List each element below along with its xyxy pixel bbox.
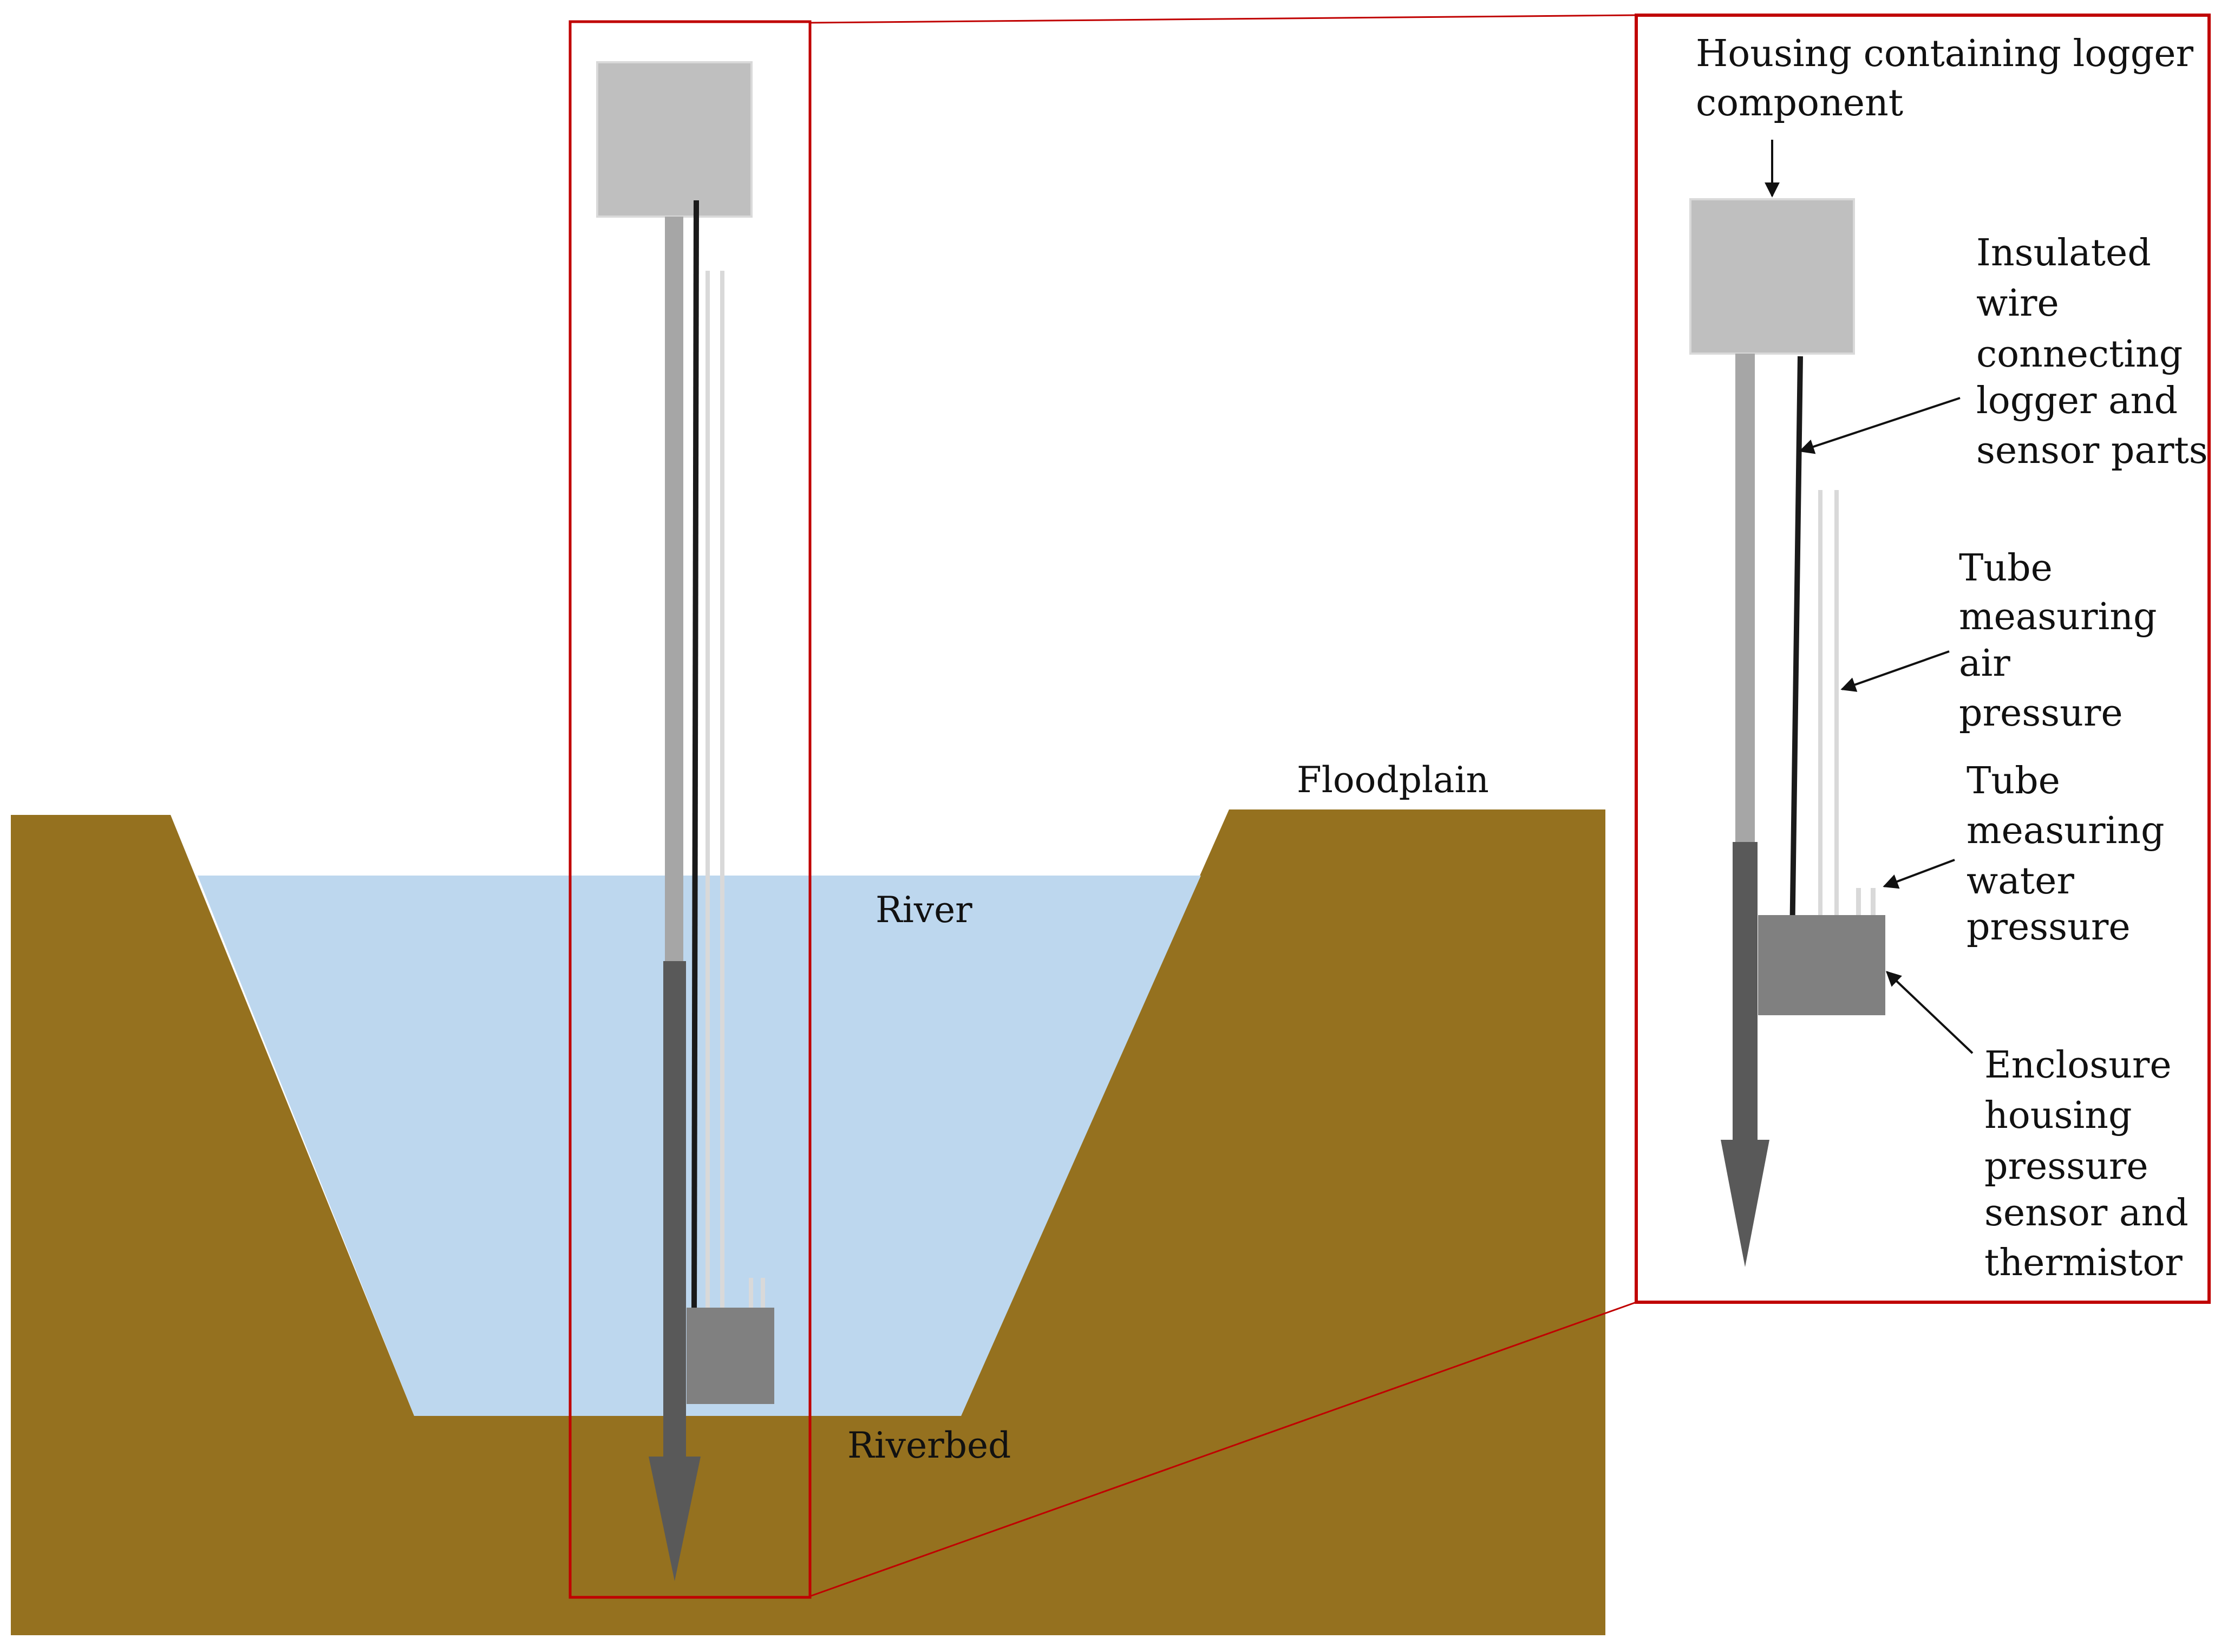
wire-pointer-arrow	[1799, 397, 1961, 454]
air-tube	[706, 271, 710, 1310]
enclosure-pointer-arrow	[1885, 971, 1974, 1054]
stake-upper-detail	[1733, 842, 1758, 1145]
water-tube-pointer-arrow	[1883, 859, 1955, 889]
enclosure-label-line-1: Enclosure	[1984, 1044, 2172, 1087]
logger-housing	[596, 61, 753, 218]
installed-logger	[596, 61, 774, 1581]
air-tube-label-line-4: pressure	[1959, 692, 2123, 735]
enclosure-label-line-5: thermistor	[1984, 1242, 2183, 1284]
wire-label-line-1: Insulated	[1976, 232, 2151, 275]
callout-connector-top	[809, 14, 1637, 24]
wire-label-line-5: sensor parts	[1976, 429, 2208, 472]
wire-label-line-2: wire	[1976, 282, 2059, 325]
water-tube	[749, 1278, 753, 1310]
water-tube-label-line-1: Tube	[1967, 760, 2060, 802]
water-tube-label-line-3: water	[1967, 860, 2074, 903]
river-label: River	[876, 889, 972, 931]
floodplain-label: Floodplain	[1297, 759, 1489, 801]
insulated-wire	[691, 200, 699, 1314]
support-rod-detail	[1735, 354, 1755, 911]
air-tube-label-line-1: Tube	[1959, 547, 2053, 590]
enclosure-label-line-4: sensor and	[1984, 1192, 2189, 1235]
housing-label-line-2: component	[1696, 82, 1903, 125]
logger-housing-detail	[1689, 198, 1855, 355]
wire-label-line-3: connecting	[1976, 333, 2183, 376]
sensor-enclosure	[687, 1308, 774, 1404]
air-tube-label-line-3: air	[1959, 642, 2010, 685]
air-tube-label-line-2: measuring	[1959, 596, 2157, 638]
air-tube-detail	[1818, 490, 1822, 931]
river-water	[198, 876, 1201, 1416]
stake-arrowhead-detail	[1721, 1140, 1769, 1267]
stake-arrowhead	[649, 1457, 701, 1581]
riverbed-label: Riverbed	[847, 1425, 1011, 1466]
callout-connector-bottom	[809, 1301, 1637, 1597]
enclosure-label-line-2: housing	[1984, 1094, 2132, 1137]
callout-box-source	[569, 20, 812, 1599]
support-rod	[665, 217, 683, 1099]
sensor-enclosure-detail	[1758, 915, 1885, 1015]
wire-label-line-4: logger and	[1976, 380, 2178, 422]
air-tube-pointer-arrow	[1840, 650, 1950, 692]
housing-label-line-1: Housing containing logger	[1696, 32, 2194, 75]
air-tube	[720, 271, 724, 1310]
air-tube-detail	[1834, 490, 1839, 931]
water-tube-label-line-2: measuring	[1967, 809, 2165, 852]
enclosure-label-line-3: pressure	[1984, 1145, 2148, 1188]
water-tube-detail	[1856, 888, 1861, 919]
water-tube-detail	[1871, 888, 1876, 919]
water-tube-label-line-4: pressure	[1967, 906, 2131, 949]
stake-upper	[663, 961, 686, 1508]
soil-cross-section	[11, 809, 1605, 1635]
water-tube	[761, 1278, 765, 1310]
